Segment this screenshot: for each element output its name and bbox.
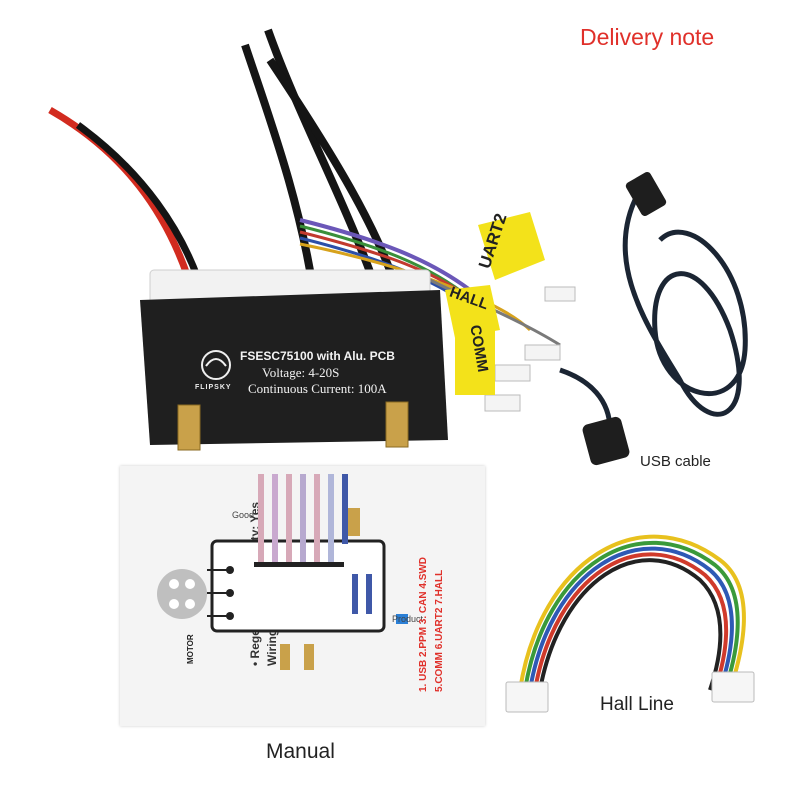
wiring-diagram	[157, 474, 408, 670]
coolant-fitting	[280, 644, 290, 670]
flipsky-logo-icon	[201, 350, 231, 380]
coolant-fitting	[177, 404, 201, 451]
usb-c-plug	[625, 172, 667, 216]
jst-connector	[544, 286, 576, 302]
esc-outline	[210, 539, 386, 633]
phase-wire-1	[241, 43, 319, 301]
coolant-fitting	[348, 508, 360, 536]
delivery-note-title: Delivery note	[580, 24, 715, 50]
hall-connector	[505, 681, 549, 713]
motor-label: MOTOR	[186, 634, 195, 664]
jst-connector	[484, 394, 521, 412]
phase-wire-2	[264, 28, 384, 302]
brand-label: FLIPSKY	[195, 384, 232, 391]
tag-uart2-shape	[478, 212, 545, 280]
jst-connector	[494, 364, 531, 382]
esc-voltage-label: Voltage: 4-20S	[262, 365, 340, 380]
jst-connector	[524, 344, 561, 361]
red-power-wire	[48, 106, 199, 301]
overlay-product-text: Product	[392, 614, 424, 624]
esc-current-label: Continuous Current: 100A	[248, 381, 387, 396]
usb-cable-caption: USB cable	[640, 453, 711, 470]
signal-wires	[299, 218, 472, 292]
usb-cable-coil	[622, 188, 748, 417]
tag-hall-shape	[445, 285, 500, 338]
overlay-good-text: Good	[232, 510, 255, 520]
hall-line-cable	[518, 534, 746, 691]
esc-model-label: FSESC75100 with Alu. PCB	[240, 349, 395, 363]
esc-body	[140, 290, 448, 445]
usb-c-socket	[582, 416, 630, 466]
manual-port-list: 1. USB 2.PPM 3. CAN 4.SWD	[418, 556, 429, 692]
hall-connector	[711, 671, 755, 703]
tag-comm-shape	[455, 330, 495, 395]
coolant-fitting	[304, 644, 314, 670]
motor-symbol	[157, 569, 207, 619]
manual-caption: Manual	[266, 740, 335, 763]
hall-line-caption: Hall Line	[600, 694, 674, 715]
manual-sheet: • Regenerative Capacity: Yes Wiring diag…	[120, 466, 485, 726]
manual-port-list: 5.COMM 6.UART2 7.HALL	[434, 569, 445, 692]
coolant-fitting	[385, 401, 409, 448]
